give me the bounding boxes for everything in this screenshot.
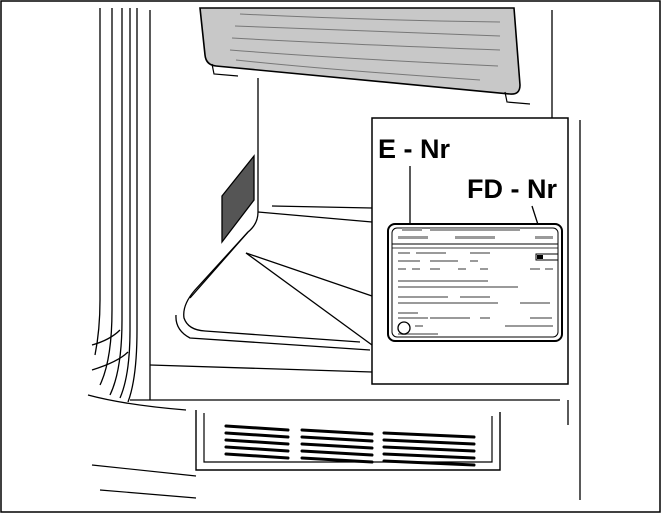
rating-plate (387, 223, 563, 342)
callout-box: E - Nr FD - Nr (371, 117, 569, 385)
fd-nr-label: FD - Nr (467, 174, 557, 204)
ventilation-grille (91, 410, 501, 499)
dark-label-patch (221, 154, 255, 244)
e-nr-label: E - Nr (378, 134, 451, 164)
cabinet-interior (87, 10, 581, 500)
top-panel (199, 7, 531, 105)
door-seal (91, 8, 138, 403)
callout-lines (245, 252, 373, 346)
